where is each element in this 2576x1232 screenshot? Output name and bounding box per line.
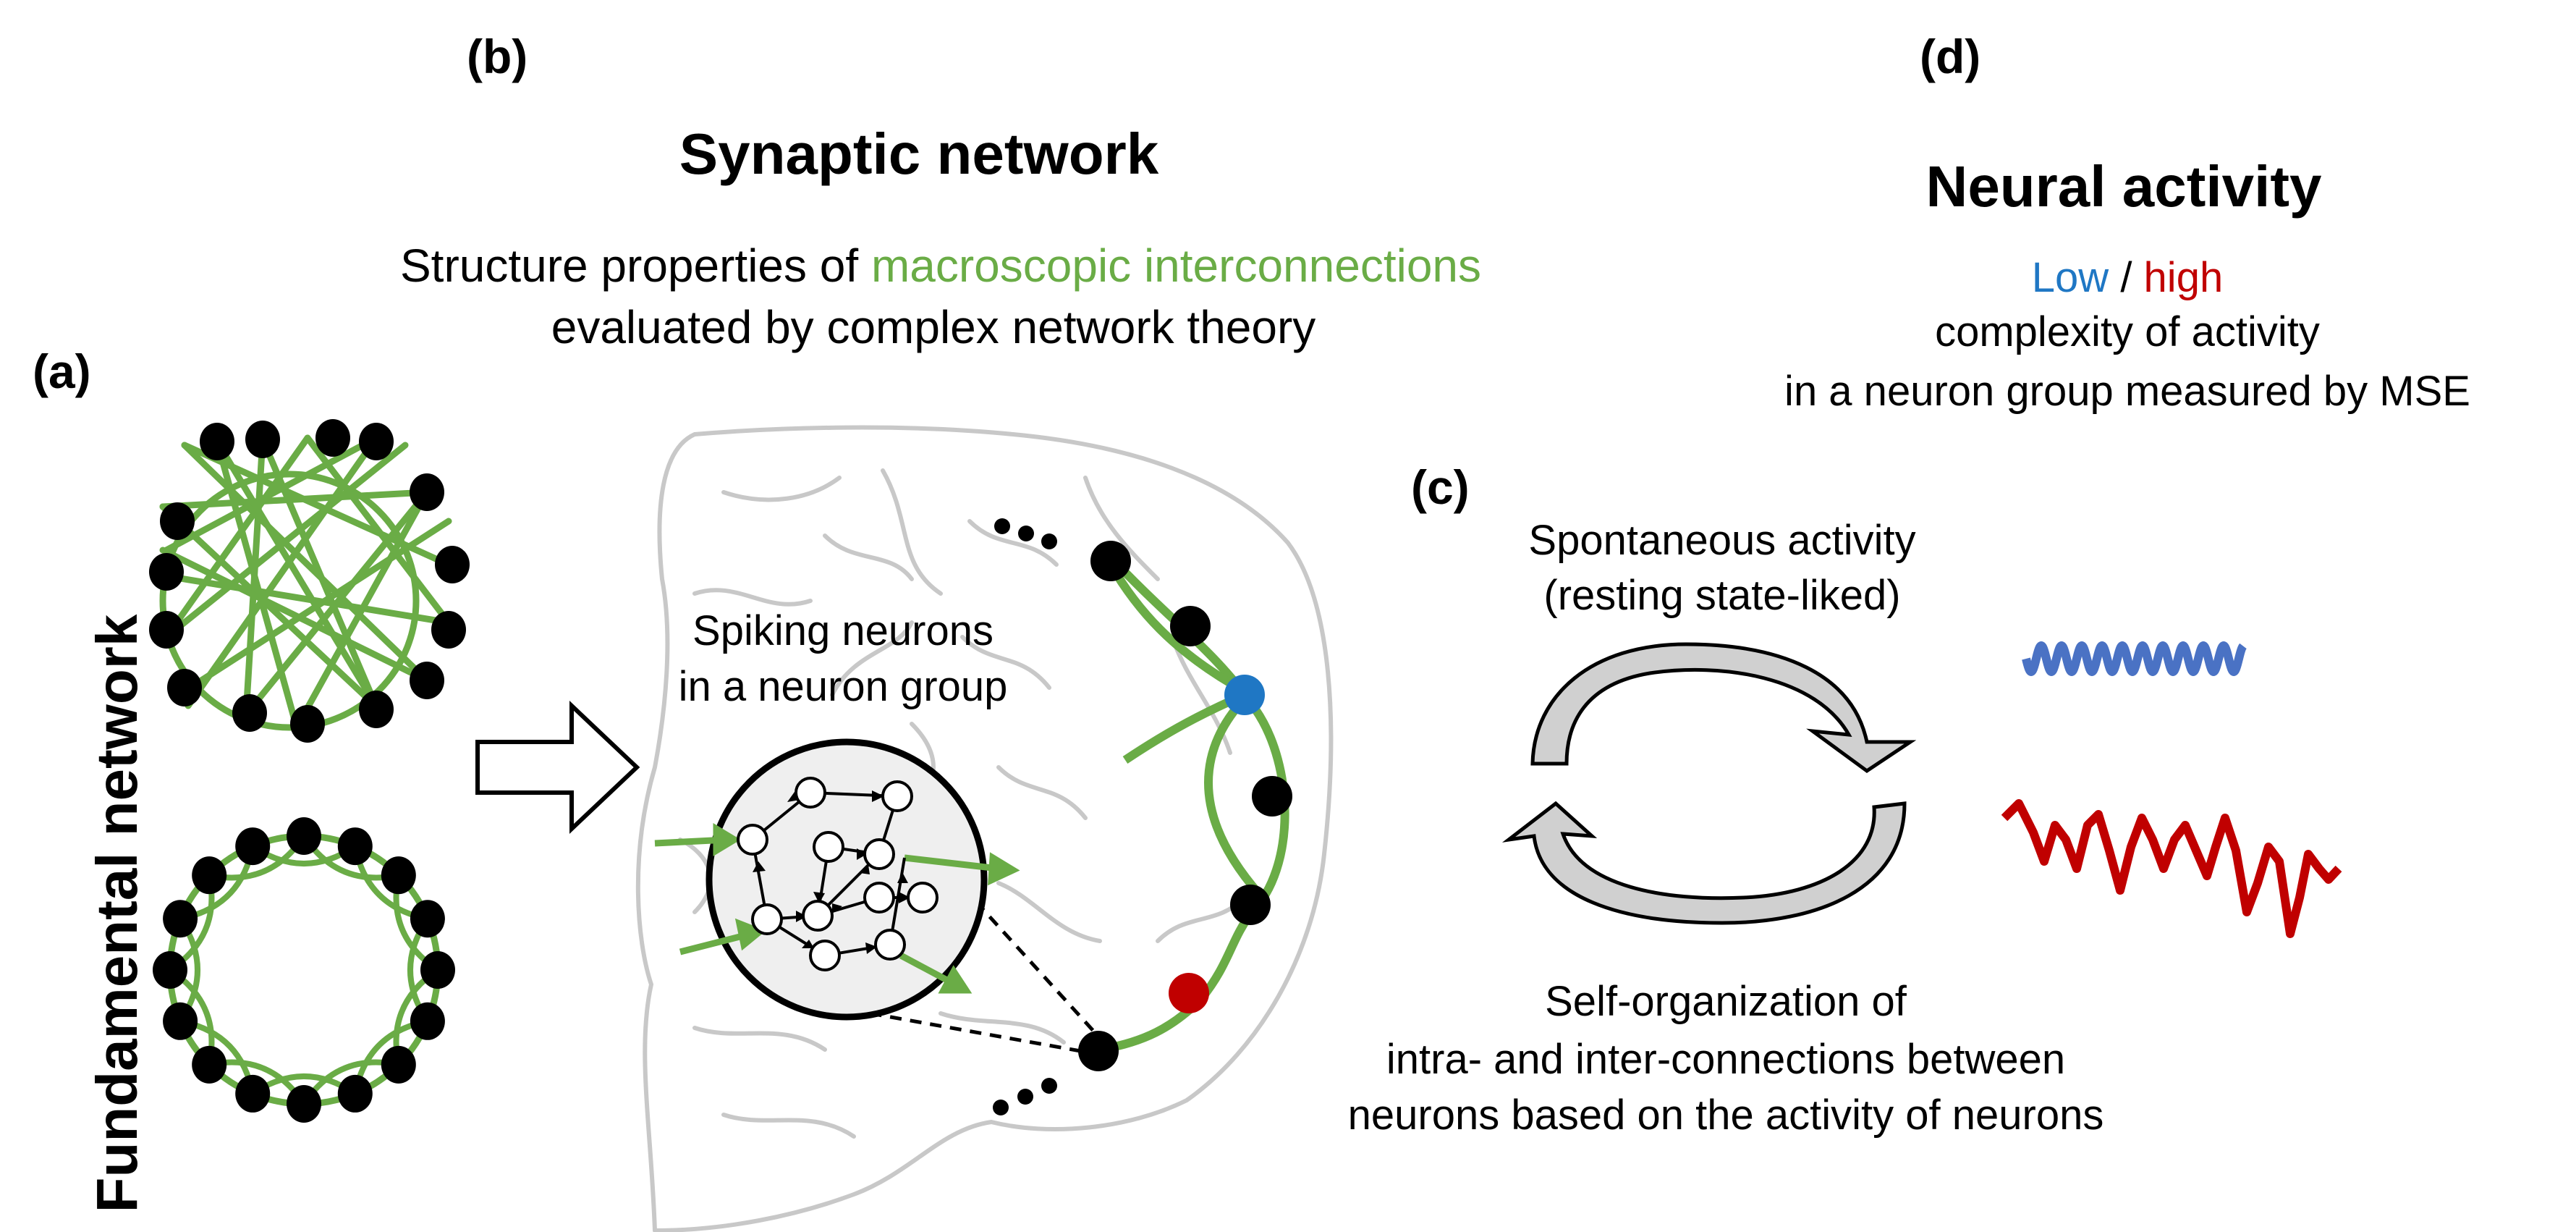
ellipsis-top xyxy=(994,518,1057,549)
random-network-ring xyxy=(159,471,420,731)
red-node xyxy=(1169,973,1209,1013)
zoom-line-bottom xyxy=(850,1008,1093,1055)
lattice-node xyxy=(410,1002,445,1040)
cycle-bottom-line2: intra- and inter-connections between xyxy=(1386,1036,2066,1083)
lattice-node xyxy=(163,900,198,938)
cycle-arrow-bottom xyxy=(1501,801,1907,925)
neural-activity-title: Neural activity xyxy=(1926,158,2322,216)
ellipsis-bottom xyxy=(993,1078,1057,1115)
synaptic-network-desc-line1: Structure properties of macroscopic inte… xyxy=(400,242,1481,289)
low-label: Low xyxy=(2031,254,2109,301)
desc-prefix: Structure properties of xyxy=(399,240,871,292)
synaptic-network-title: Synaptic network xyxy=(679,122,1159,186)
cycle-top-line1: Spontaneous activity xyxy=(1528,517,1916,564)
complexity-legend: Low / high xyxy=(2032,257,2223,299)
inset-caption-line1: Spiking neurons xyxy=(692,607,993,654)
slash-separator: / xyxy=(2109,254,2144,301)
panel-b-label: (b) xyxy=(467,30,528,83)
zoom-line-top xyxy=(961,885,1109,1047)
macro-network-nodes xyxy=(1078,541,1292,1071)
lattice-node xyxy=(337,1074,373,1113)
lattice-network-nodes xyxy=(153,817,455,1123)
neuron-group-circle xyxy=(706,738,988,1021)
low-complexity-wave xyxy=(2022,641,2247,676)
lattice-node xyxy=(235,827,271,866)
lattice-node xyxy=(235,1074,271,1113)
lattice-node xyxy=(192,856,227,895)
lattice-node xyxy=(410,900,445,938)
lattice-node xyxy=(287,817,321,855)
random-network xyxy=(149,419,470,743)
random-network-edges xyxy=(159,434,452,731)
high-label: high xyxy=(2143,254,2224,301)
fundamental-network-title: Fundamental network xyxy=(85,614,149,1213)
inset-neurons xyxy=(737,777,939,971)
panel-c-label: (c) xyxy=(1411,460,1470,514)
blue-node xyxy=(1224,675,1265,715)
panel-a-label: (a) xyxy=(33,345,91,398)
cycle-top-line2: (resting state-liked) xyxy=(1543,572,1901,619)
cycle-arrow-top xyxy=(1530,642,1917,774)
lattice-node xyxy=(420,951,455,989)
cycle-arrows xyxy=(1501,642,1917,925)
complexity-line3: in a neuron group measured by MSE xyxy=(1784,368,2470,415)
desc-highlight: macroscopic interconnections xyxy=(870,240,1482,292)
complexity-line2: complexity of activity xyxy=(1935,308,2320,355)
brain-outline xyxy=(635,425,1334,1232)
neural-activity-title-text: Neural activity xyxy=(1925,154,2322,219)
lattice-node xyxy=(381,856,416,895)
cycle-bottom-line3: neurons based on the activity of neurons xyxy=(1347,1092,2104,1139)
lattice-node xyxy=(192,1045,227,1084)
cycle-bottom-line1: Self-organization of xyxy=(1545,978,1907,1025)
neuron-group-inset xyxy=(654,738,1109,1055)
lattice-node xyxy=(163,1002,198,1040)
lattice-node xyxy=(153,951,187,989)
lattice-node xyxy=(287,1085,321,1123)
high-complexity-wave xyxy=(2001,799,2342,938)
random-network-nodes xyxy=(149,419,470,743)
macro-network xyxy=(993,518,1292,1115)
synaptic-network-desc-line2: evaluated by complex network theory xyxy=(551,301,1316,353)
lattice-node xyxy=(337,827,373,866)
hollow-arrow xyxy=(475,701,640,834)
lattice-node xyxy=(381,1045,416,1084)
inset-green-inputs xyxy=(654,823,1020,994)
panel-d-label: (d) xyxy=(1920,30,1981,83)
inset-caption-line2: in a neuron group xyxy=(678,663,1008,710)
lattice-network xyxy=(153,817,455,1123)
